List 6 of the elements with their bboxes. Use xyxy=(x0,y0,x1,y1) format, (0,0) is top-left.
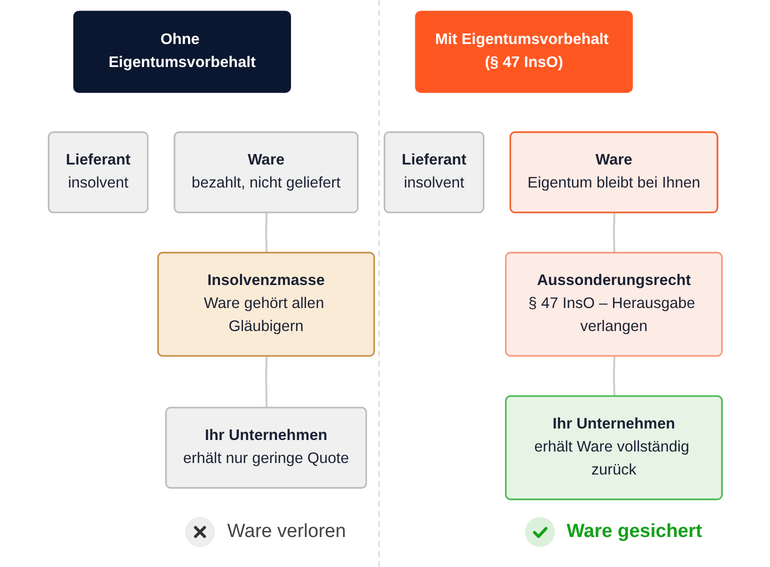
status-text: Ware verloren xyxy=(227,521,346,543)
status-text: Ware gesichert xyxy=(566,521,702,543)
connector xyxy=(264,356,268,408)
connector xyxy=(264,212,268,254)
connector xyxy=(612,212,616,254)
connector xyxy=(612,356,616,397)
